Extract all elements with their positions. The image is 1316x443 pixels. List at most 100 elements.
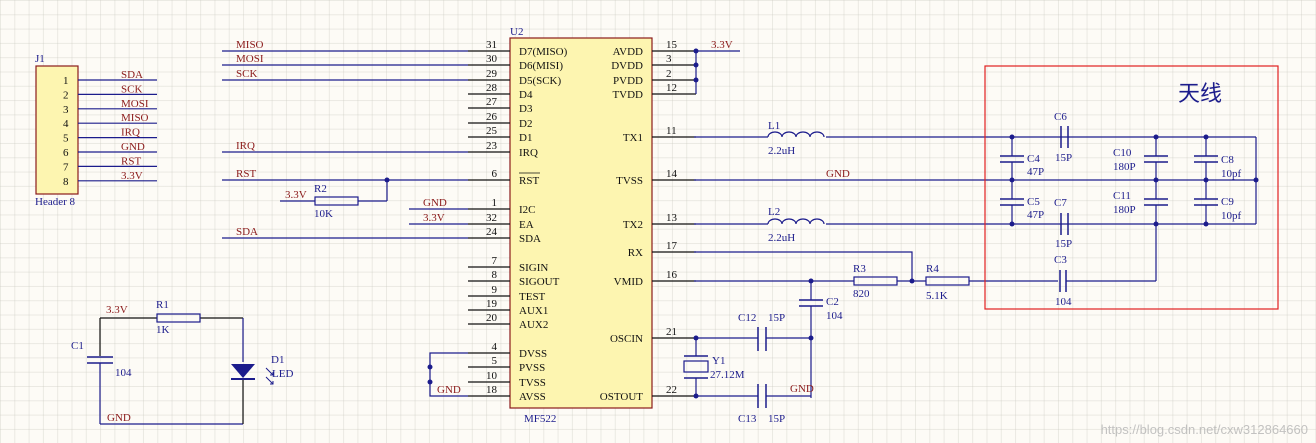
- net-label-sda: SDA: [236, 226, 258, 238]
- u2-pin-name: OSTOUT: [600, 391, 643, 403]
- u2-pin-name: DVSS: [519, 348, 547, 360]
- net-label-mosi: MOSI: [236, 53, 264, 65]
- c13-value: 15P: [768, 413, 785, 425]
- u2-pin-number: 30: [486, 53, 498, 65]
- junction-dot: [427, 379, 433, 385]
- r2-value: 10K: [314, 208, 333, 220]
- resistor-r4[interactable]: R4 5.1K: [925, 263, 970, 302]
- u2-pin-number: 15: [666, 39, 678, 51]
- j1-net-label: SDA: [121, 69, 143, 81]
- l1-ref: L1: [768, 120, 780, 132]
- u2-pin-number: 1: [492, 197, 498, 209]
- capacitor-c13[interactable]: C13 15P: [738, 384, 785, 425]
- j1-net-label: 3.3V: [121, 170, 143, 182]
- resistor-r1[interactable]: 3.3V R1 1K: [106, 299, 201, 336]
- u2-pin-name: SDA: [519, 233, 541, 245]
- light-emission-icon: [265, 367, 274, 385]
- u2-body: [509, 37, 653, 409]
- j1-net-label: IRQ: [121, 127, 140, 139]
- c6-ref: C6: [1054, 111, 1067, 123]
- inductor-l1[interactable]: L1 2.2uH: [767, 120, 825, 157]
- u2-pin-name: SIGOUT: [519, 276, 560, 288]
- c2-ref: C2: [826, 296, 839, 308]
- c9-value: 10pf: [1221, 210, 1242, 222]
- u2-pin-number: 11: [666, 125, 677, 137]
- u2-ref: U2: [510, 26, 523, 38]
- net-label-3v3-vdd: 3.3V: [711, 39, 733, 51]
- u2-pin-number: 27: [486, 96, 498, 108]
- j1-pin-number: 5: [63, 133, 69, 145]
- rf-wires: [694, 136, 1257, 398]
- u2-pin-name: D1: [519, 132, 532, 144]
- antenna-section[interactable]: 天线: [984, 65, 1279, 310]
- inductor-l2[interactable]: L2 2.2uH: [767, 206, 825, 244]
- capacitor-c12[interactable]: C12 15P: [738, 312, 785, 351]
- u2-pin-number: 16: [666, 269, 678, 281]
- d1-value: LED: [272, 368, 293, 380]
- antenna-caps[interactable]: [1000, 126, 1218, 292]
- junction-dot: [693, 62, 699, 68]
- crystal-y1[interactable]: Y1 27.12M: [683, 355, 745, 381]
- c3-ref: C3: [1054, 254, 1067, 266]
- u2-pin-name: PVSS: [519, 362, 545, 374]
- led-circuit-wires: [99, 317, 244, 425]
- r3-value: 820: [853, 288, 870, 300]
- capacitor-c1[interactable]: C1 104 GND: [71, 340, 132, 424]
- c6-value: 15P: [1055, 152, 1072, 164]
- j1-pin-number: 2: [63, 89, 69, 101]
- u2-pin-number: 5: [492, 355, 498, 367]
- y1-ref: Y1: [712, 355, 725, 367]
- u2-pin-name: AVSS: [519, 391, 546, 403]
- resistor-r3[interactable]: R3 820: [853, 263, 898, 300]
- l1-value: 2.2uH: [768, 145, 795, 157]
- u2-pin-number: 4: [492, 341, 498, 353]
- antenna-title: 天线: [1178, 82, 1222, 107]
- u2-pin-name: D2: [519, 118, 532, 130]
- chip-u2[interactable]: U2 MF522 31D7(MISO)30D6(MISI)29D5(SCK)28…: [468, 26, 696, 425]
- junction-dot: [384, 177, 390, 183]
- d1-ref: D1: [271, 354, 284, 366]
- junction-dot: [693, 77, 699, 83]
- watermark: https://blog.csdn.net/cxw312864660: [1100, 422, 1308, 437]
- vdd-bus: [695, 50, 740, 94]
- u2-pin-number: 22: [666, 384, 677, 396]
- u2-pin-name: I2C: [519, 204, 536, 216]
- l2-ref: L2: [768, 206, 780, 218]
- u2-part: MF522: [524, 413, 556, 425]
- u2-pin-number: 20: [486, 312, 498, 324]
- u2-pin-number: 9: [492, 284, 498, 296]
- y1-value: 27.12M: [710, 369, 745, 381]
- u2-pin-name: TVSS: [519, 377, 546, 389]
- net-label-3v3-ea: 3.3V: [423, 212, 445, 224]
- r3-ref: R3: [853, 263, 866, 275]
- u2-pin-name: D4: [519, 89, 533, 101]
- r4-value: 5.1K: [926, 290, 948, 302]
- u2-pin-number: 23: [486, 140, 498, 152]
- u2-pin-name: TX2: [623, 219, 643, 231]
- c5-value: 47P: [1027, 209, 1044, 221]
- c3-value: 104: [1055, 296, 1072, 308]
- rf-junctions: [693, 134, 1259, 399]
- net-label-rst: RST: [236, 168, 256, 180]
- c2-value: 104: [826, 310, 843, 322]
- u2-pin-name: D6(MISI): [519, 60, 563, 72]
- u2-pin-number: 10: [486, 370, 498, 382]
- resistor-r2[interactable]: 3.3V R2 10K: [285, 183, 359, 220]
- j1-pin-number: 6: [63, 147, 69, 159]
- c7-value: 15P: [1055, 238, 1072, 250]
- r1-ref: R1: [156, 299, 169, 311]
- c8-ref: C8: [1221, 154, 1234, 166]
- j1-pin-number: 4: [63, 118, 69, 130]
- j1-pin-number: 8: [63, 176, 69, 188]
- r2-net: 3.3V: [285, 189, 307, 201]
- j1-pin-number: 1: [63, 75, 69, 87]
- capacitor-c2[interactable]: C2 104: [799, 296, 843, 322]
- u2-pin-name: PVDD: [613, 75, 643, 87]
- u2-pin-number: 32: [486, 212, 497, 224]
- led-d1[interactable]: D1 LED: [231, 354, 293, 385]
- u2-pin-name: D3: [519, 103, 533, 115]
- u2-pin-name: D5(SCK): [519, 75, 562, 87]
- c12-ref: C12: [738, 312, 756, 324]
